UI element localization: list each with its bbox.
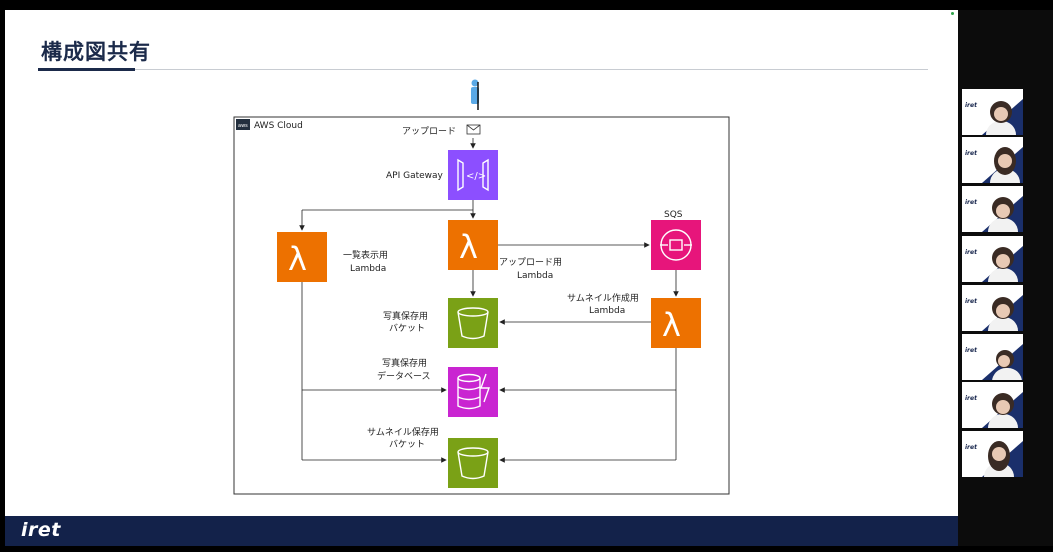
participant-tile[interactable]: iret xyxy=(962,186,1023,232)
participant-tile[interactable]: iret xyxy=(962,236,1023,282)
participant-tile[interactable]: iret xyxy=(962,137,1023,183)
mail-icon xyxy=(466,124,481,135)
participant-panel[interactable]: iret iret iret iret iret iret iret iret xyxy=(958,10,1053,546)
aws-cloud-group xyxy=(233,116,730,495)
thumbnail-bucket-label-1: サムネイル保存用 xyxy=(367,426,439,438)
photo-db-label-1: 写真保存用 xyxy=(382,357,427,369)
participant-tile[interactable]: iret xyxy=(962,285,1023,331)
upload-lambda-icon xyxy=(448,220,498,270)
photo-bucket-label-1: 写真保存用 xyxy=(383,310,428,322)
list-lambda-icon xyxy=(277,232,327,282)
lambda-glyph: λ xyxy=(459,228,478,266)
thumbnail-bucket-icon xyxy=(448,438,498,488)
participant-tile[interactable]: iret xyxy=(962,334,1023,380)
tile-brand-logo: iret xyxy=(965,395,977,402)
upload-label: アップロード xyxy=(402,126,456,137)
photo-bucket-icon xyxy=(448,298,498,348)
participant-tile[interactable]: iret xyxy=(962,89,1023,135)
tile-brand-logo: iret xyxy=(965,150,977,157)
tile-brand-logo: iret xyxy=(965,249,977,256)
user-icon xyxy=(471,79,479,110)
photo-bucket-label-2: バケット xyxy=(389,323,425,334)
aws-cloud-label: AWS Cloud xyxy=(254,121,303,131)
tile-brand-logo: iret xyxy=(965,347,977,354)
sqs-icon xyxy=(651,220,701,270)
api-gateway-icon xyxy=(448,150,498,200)
architecture-diagram: aws AWS Cloud アップロード </> API Gateway xyxy=(233,79,730,495)
lambda-glyph: λ xyxy=(662,306,681,344)
participant-tile[interactable]: iret xyxy=(962,382,1023,428)
list-lambda-label-1: 一覧表示用 xyxy=(343,249,388,261)
thumbnail-lambda-label-1: サムネイル作成用 xyxy=(567,292,639,304)
slide-title: 構成図共有 xyxy=(41,40,151,64)
api-gateway-label: API Gateway xyxy=(386,171,444,181)
slide-footer: iret xyxy=(5,516,958,546)
presentation-slide: 構成図共有 aws AWS Cloud アップロード xyxy=(5,10,958,546)
tile-brand-logo: iret xyxy=(965,444,977,451)
thumbnail-bucket-label-2: バケット xyxy=(389,439,425,450)
participant-tile[interactable]: iret xyxy=(962,431,1023,477)
title-underline xyxy=(38,68,135,71)
tile-brand-logo: iret xyxy=(965,102,977,109)
list-lambda-label-2: Lambda xyxy=(350,264,386,274)
svg-text:</>: </> xyxy=(466,171,486,182)
aws-logo-text: aws xyxy=(238,123,248,129)
thumbnail-lambda-icon xyxy=(651,298,701,348)
sqs-label: SQS xyxy=(664,210,683,220)
thumbnail-lambda-label-2: Lambda xyxy=(589,306,625,316)
upload-lambda-label-1: アップロード用 xyxy=(499,257,562,268)
photo-db-label-2: データベース xyxy=(377,370,431,382)
aws-logo-icon xyxy=(236,119,250,130)
status-dot xyxy=(951,12,954,15)
iret-logo: iret xyxy=(21,519,61,541)
title-rule xyxy=(38,69,928,70)
tile-brand-logo: iret xyxy=(965,199,977,206)
upload-lambda-label-2: Lambda xyxy=(517,271,553,281)
lambda-glyph: λ xyxy=(288,240,307,278)
tile-brand-logo: iret xyxy=(965,298,977,305)
